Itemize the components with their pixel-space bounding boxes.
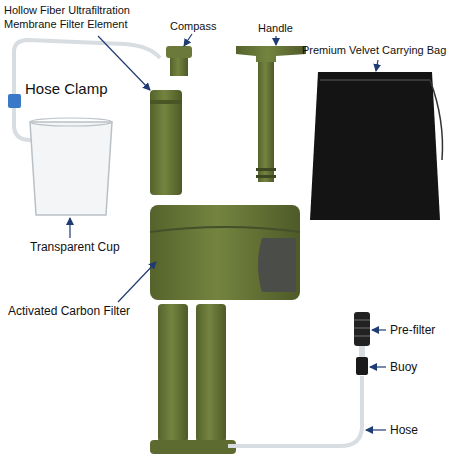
pump-housing [150, 227, 300, 232]
cup-rim [30, 118, 112, 126]
part-label: Compass [170, 20, 216, 34]
carrying-bag [320, 79, 430, 81]
compass [170, 58, 188, 76]
base-cylinder [196, 304, 226, 442]
buoy [356, 357, 368, 375]
transparent-cup [30, 122, 112, 215]
pump-housing [150, 205, 300, 300]
leader-line [372, 329, 386, 330]
part-label: Pre-filter [390, 323, 435, 338]
intake-hose [228, 376, 362, 446]
leader-line [376, 60, 378, 71]
leader-line [184, 34, 192, 46]
leader-line [118, 262, 156, 302]
part-label: Hollow Fiber Ultrafiltration Membrane Fi… [4, 4, 154, 32]
intake-hose [359, 345, 365, 357]
leader-line [366, 429, 386, 430]
cup-tube [14, 40, 160, 125]
leader-line [69, 218, 70, 238]
part-label: Buoy [390, 360, 417, 375]
filter-element [150, 100, 182, 104]
pump-handle [256, 168, 276, 171]
part-label: Activated Carbon Filter [8, 304, 130, 319]
part-label: Hose [390, 423, 418, 438]
leader-line [370, 366, 386, 367]
part-label: Handle [258, 22, 293, 36]
pre-filter [354, 312, 370, 346]
pump-handle [256, 175, 276, 178]
pump-handle [258, 62, 274, 182]
base-plate [150, 440, 236, 454]
part-label: Hose Clamp [25, 80, 108, 99]
grip-panel [258, 238, 296, 292]
carrying-bag [310, 72, 440, 220]
drawstring [430, 80, 443, 160]
part-label: Transparent Cup [30, 240, 120, 255]
pre-filter [354, 320, 370, 336]
hose-clamp [8, 94, 21, 108]
base-cylinder [158, 304, 188, 442]
part-label: Premium Velvet Carrying Bag [302, 44, 446, 58]
compass [166, 46, 192, 58]
pump-handle [236, 46, 306, 62]
leader-line [275, 36, 276, 45]
filter-element [150, 90, 182, 195]
